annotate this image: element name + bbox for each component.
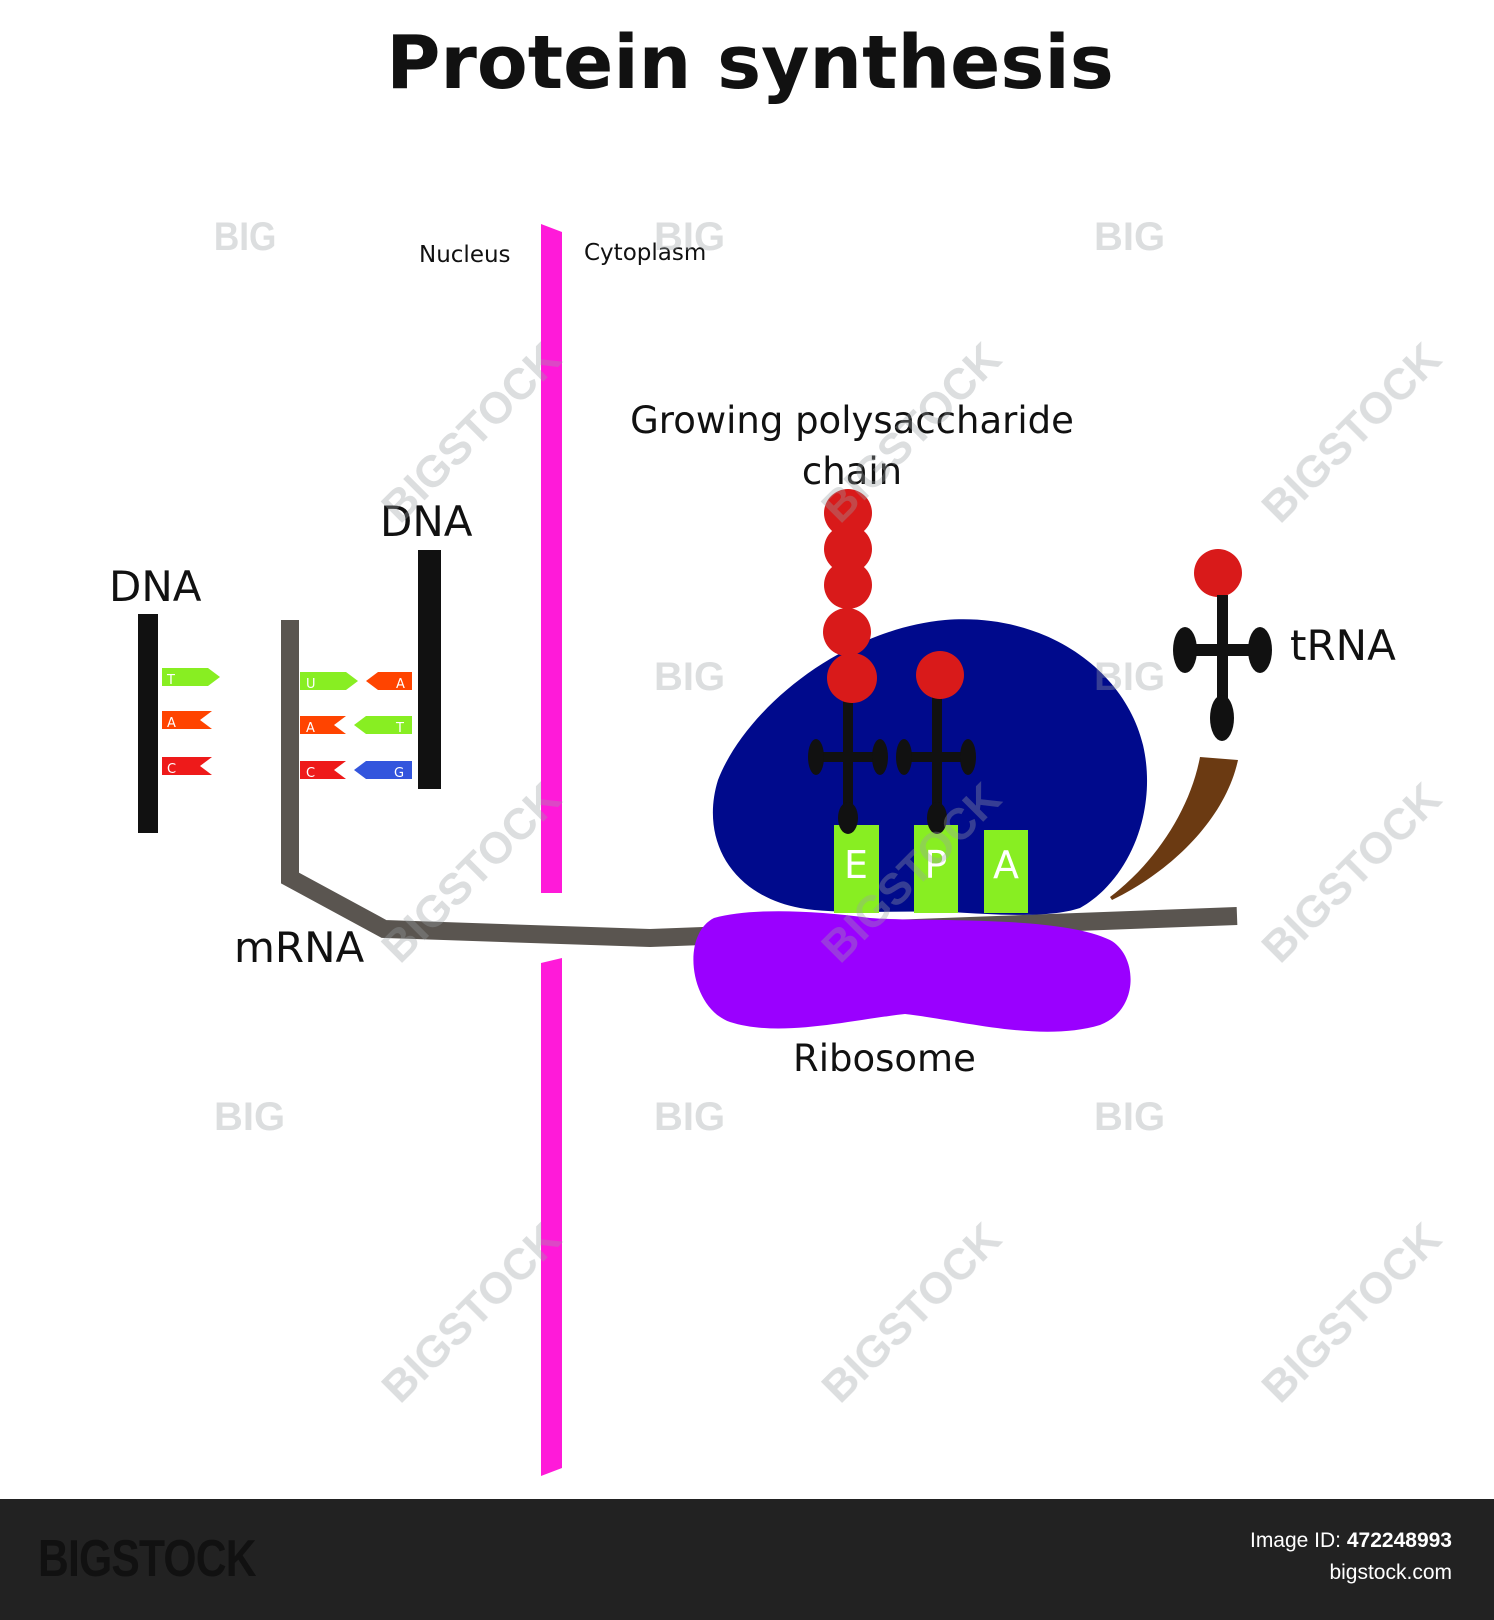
image-id-label: Image ID: [1249, 1529, 1342, 1552]
nucleus-label: Nucleus [419, 242, 511, 268]
base-letter: G [394, 766, 404, 781]
amino-acid [916, 651, 964, 699]
mrna-base-u: U [300, 672, 358, 692]
watermark-big: BIG [654, 215, 725, 259]
dna-left-label: DNA [109, 562, 202, 611]
dna-left-base-c: C [162, 757, 212, 777]
dna-left-strand [138, 614, 158, 833]
ribosome-large-subunit [712, 619, 1148, 915]
site-letter: P [925, 843, 948, 887]
amino-acid [824, 489, 872, 537]
amino-acid [1194, 549, 1242, 597]
base-letter: T [395, 721, 404, 736]
dna-left-base-t: T [162, 668, 220, 688]
dna-right-base-t: T [354, 716, 412, 736]
trna-label: tRNA [1290, 621, 1396, 670]
growing-chain-label-line1: Growing polysaccharide [630, 399, 1074, 442]
base-letter: A [306, 721, 315, 736]
site-letter: E [844, 843, 868, 887]
amino-acid [827, 653, 877, 703]
trna-e-site [808, 700, 888, 834]
base-letter: U [306, 677, 316, 692]
page-title: Protein synthesis [386, 20, 1114, 106]
base-letter: C [306, 766, 315, 781]
base-letter: A [167, 716, 176, 731]
dna-right-label: DNA [380, 497, 473, 546]
site-letter: A [993, 843, 1019, 887]
footer-url[interactable]: bigstock.com [1329, 1561, 1452, 1584]
image-id-value: 472248993 [1346, 1529, 1452, 1552]
footer-bar: BIGSTOCK Image ID: 472248993 bigstock.co… [0, 1499, 1494, 1620]
base-letter: A [396, 677, 405, 692]
watermark-big: BIG [214, 1095, 285, 1139]
mrna-label: mRNA [234, 923, 365, 972]
dna-right-strand [418, 550, 441, 789]
footer-brand-logo: BIGSTOCK [38, 1530, 257, 1588]
nuclear-membrane-upper [541, 224, 562, 893]
ribosome-small-subunit [693, 911, 1131, 1032]
watermark-big: BIG [654, 655, 725, 699]
amino-acid [823, 608, 871, 656]
trna-tail [1110, 757, 1238, 900]
watermark-big: BIG [654, 1095, 725, 1139]
watermark-big: BIG [214, 214, 277, 259]
ribosome-label: Ribosome [793, 1037, 976, 1080]
footer-image-id: Image ID: 472248993 [1250, 1529, 1452, 1553]
growing-chain-label-line2: chain [802, 450, 902, 493]
dna-left-base-a: A [162, 711, 212, 731]
watermark-big: BIG [1094, 655, 1165, 699]
trna-incoming [1110, 549, 1272, 900]
growing-chain [823, 489, 877, 703]
nuclear-membrane-lower [541, 958, 562, 1476]
base-letter: C [167, 762, 176, 777]
ribosome-site-a: A [984, 830, 1028, 913]
amino-acid [824, 525, 872, 573]
dna-right-base-a: A [366, 672, 412, 692]
watermark-big: BIG [1094, 215, 1165, 259]
mrna-base-a: A [300, 716, 346, 736]
base-letter: T [166, 673, 175, 688]
dna-right-base-g: G [354, 761, 412, 781]
ribosome-site-e: E [834, 825, 879, 913]
amino-acid [824, 561, 872, 609]
protein-synthesis-diagram: Protein synthesis Nucleus Cytoplasm DNA … [109, 20, 1451, 1476]
watermark-big: BIG [1094, 1095, 1165, 1139]
mrna-base-c: C [300, 761, 346, 781]
trna-p-site [896, 651, 976, 834]
ribosome-site-p: P [914, 825, 958, 913]
cytoplasm-label: Cytoplasm [584, 240, 706, 266]
